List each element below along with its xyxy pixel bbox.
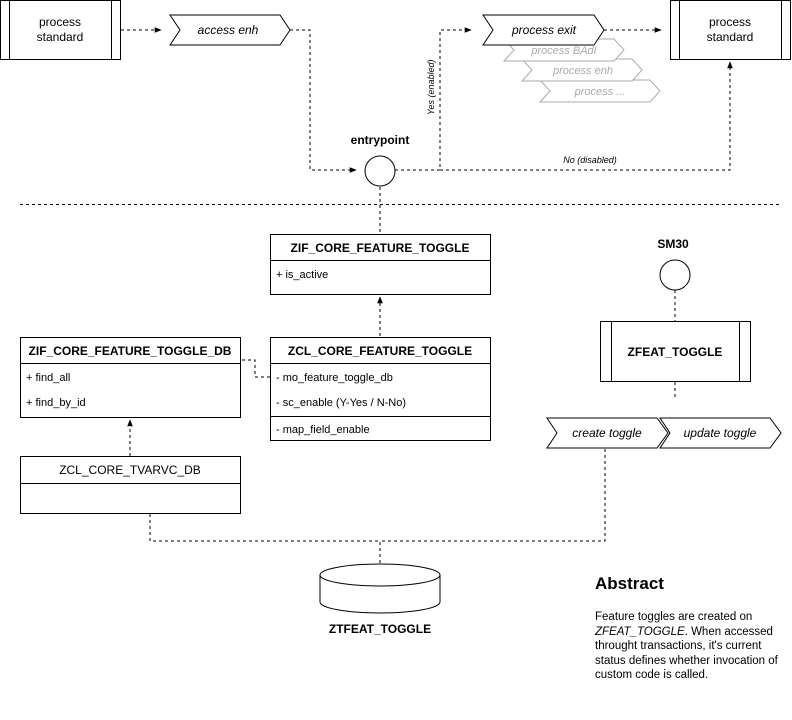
create-toggle-step[interactable]: create toggle [546,417,669,449]
create-toggle-label: create toggle [572,426,642,440]
zif-db-member: + find_by_id [26,397,86,409]
zfeat-toggle-title: ZFEAT_TOGGLE [628,345,723,359]
connector-db-association [241,359,270,378]
zfeat-toggle-transaction[interactable]: ZFEAT_TOGGLE [600,321,751,382]
process-exit-step[interactable]: process exit [482,14,605,46]
zcl-attribute: - mo_feature_toggle_db [276,372,393,384]
process-exit-label: process exit [511,23,577,37]
process-badi-label: process BAdI [530,45,596,57]
process-ellipsis-step[interactable]: process ... [538,79,661,103]
connector-yes-branch [395,27,472,171]
process-ellipsis-label: process ... [574,86,626,98]
abstract-note: Abstract Feature toggles are created on … [595,574,790,683]
sm30-node[interactable] [659,259,691,291]
entrypoint-node[interactable] [364,155,396,187]
zif-core-feature-toggle-title: ZIF_CORE_FEATURE_TOGGLE [291,241,470,255]
update-toggle-step[interactable]: update toggle [659,417,782,449]
zif-db-title: ZIF_CORE_FEATURE_TOGGLE_DB [29,344,232,358]
zcl-tvarvc-title: ZCL_CORE_TVARVC_DB [59,463,201,477]
access-enh-step[interactable]: access enh [169,14,291,46]
sm30-label: SM30 [657,237,689,251]
access-enh-label: access enh [198,23,259,37]
abstract-text: Feature toggles are created on ZFEAT_TOG… [595,611,778,681]
connector-tvarvc-to-database [149,514,381,565]
zcl-core-tvarvc-db-class[interactable]: ZCL_CORE_TVARVC_DB [20,456,241,514]
abstract-emphasis: ZFEAT_TOGGLE [595,625,685,638]
connector-enh-to-entrypoint [290,29,357,173]
zif-core-feature-toggle-db-class[interactable]: ZIF_CORE_FEATURE_TOGGLE_DB + find_all + … [20,337,241,418]
zif-member: + is_active [276,269,328,281]
zcl-core-feature-toggle-class[interactable]: ZCL_CORE_FEATURE_TOGGLE - mo_feature_tog… [270,337,491,441]
zcl-core-feature-toggle-title: ZCL_CORE_FEATURE_TOGGLE [288,344,472,358]
zcl-attribute: - sc_enable (Y-Yes / N-No) [276,397,406,409]
connector-steps-to-database [380,449,606,542]
yes-enabled-label: Yes (enabled) [426,59,436,115]
process-enh-label: process enh [552,65,613,77]
zcl-method: - map_field_enable [276,424,370,436]
zif-core-feature-toggle-class[interactable]: ZIF_CORE_FEATURE_TOGGLE + is_active [270,234,491,295]
ztfeat-toggle-label: ZTFEAT_TOGGLE [329,622,431,636]
connector-no-branch [440,61,733,171]
abstract-title: Abstract [595,574,664,593]
zif-db-member: + find_all [26,372,70,384]
update-toggle-label: update toggle [684,426,757,440]
no-disabled-label: No (disabled) [563,155,617,165]
process-enh-step[interactable]: process enh [520,58,643,82]
ztfeat-toggle-database[interactable] [319,563,441,614]
entrypoint-label: entrypoint [351,133,410,147]
